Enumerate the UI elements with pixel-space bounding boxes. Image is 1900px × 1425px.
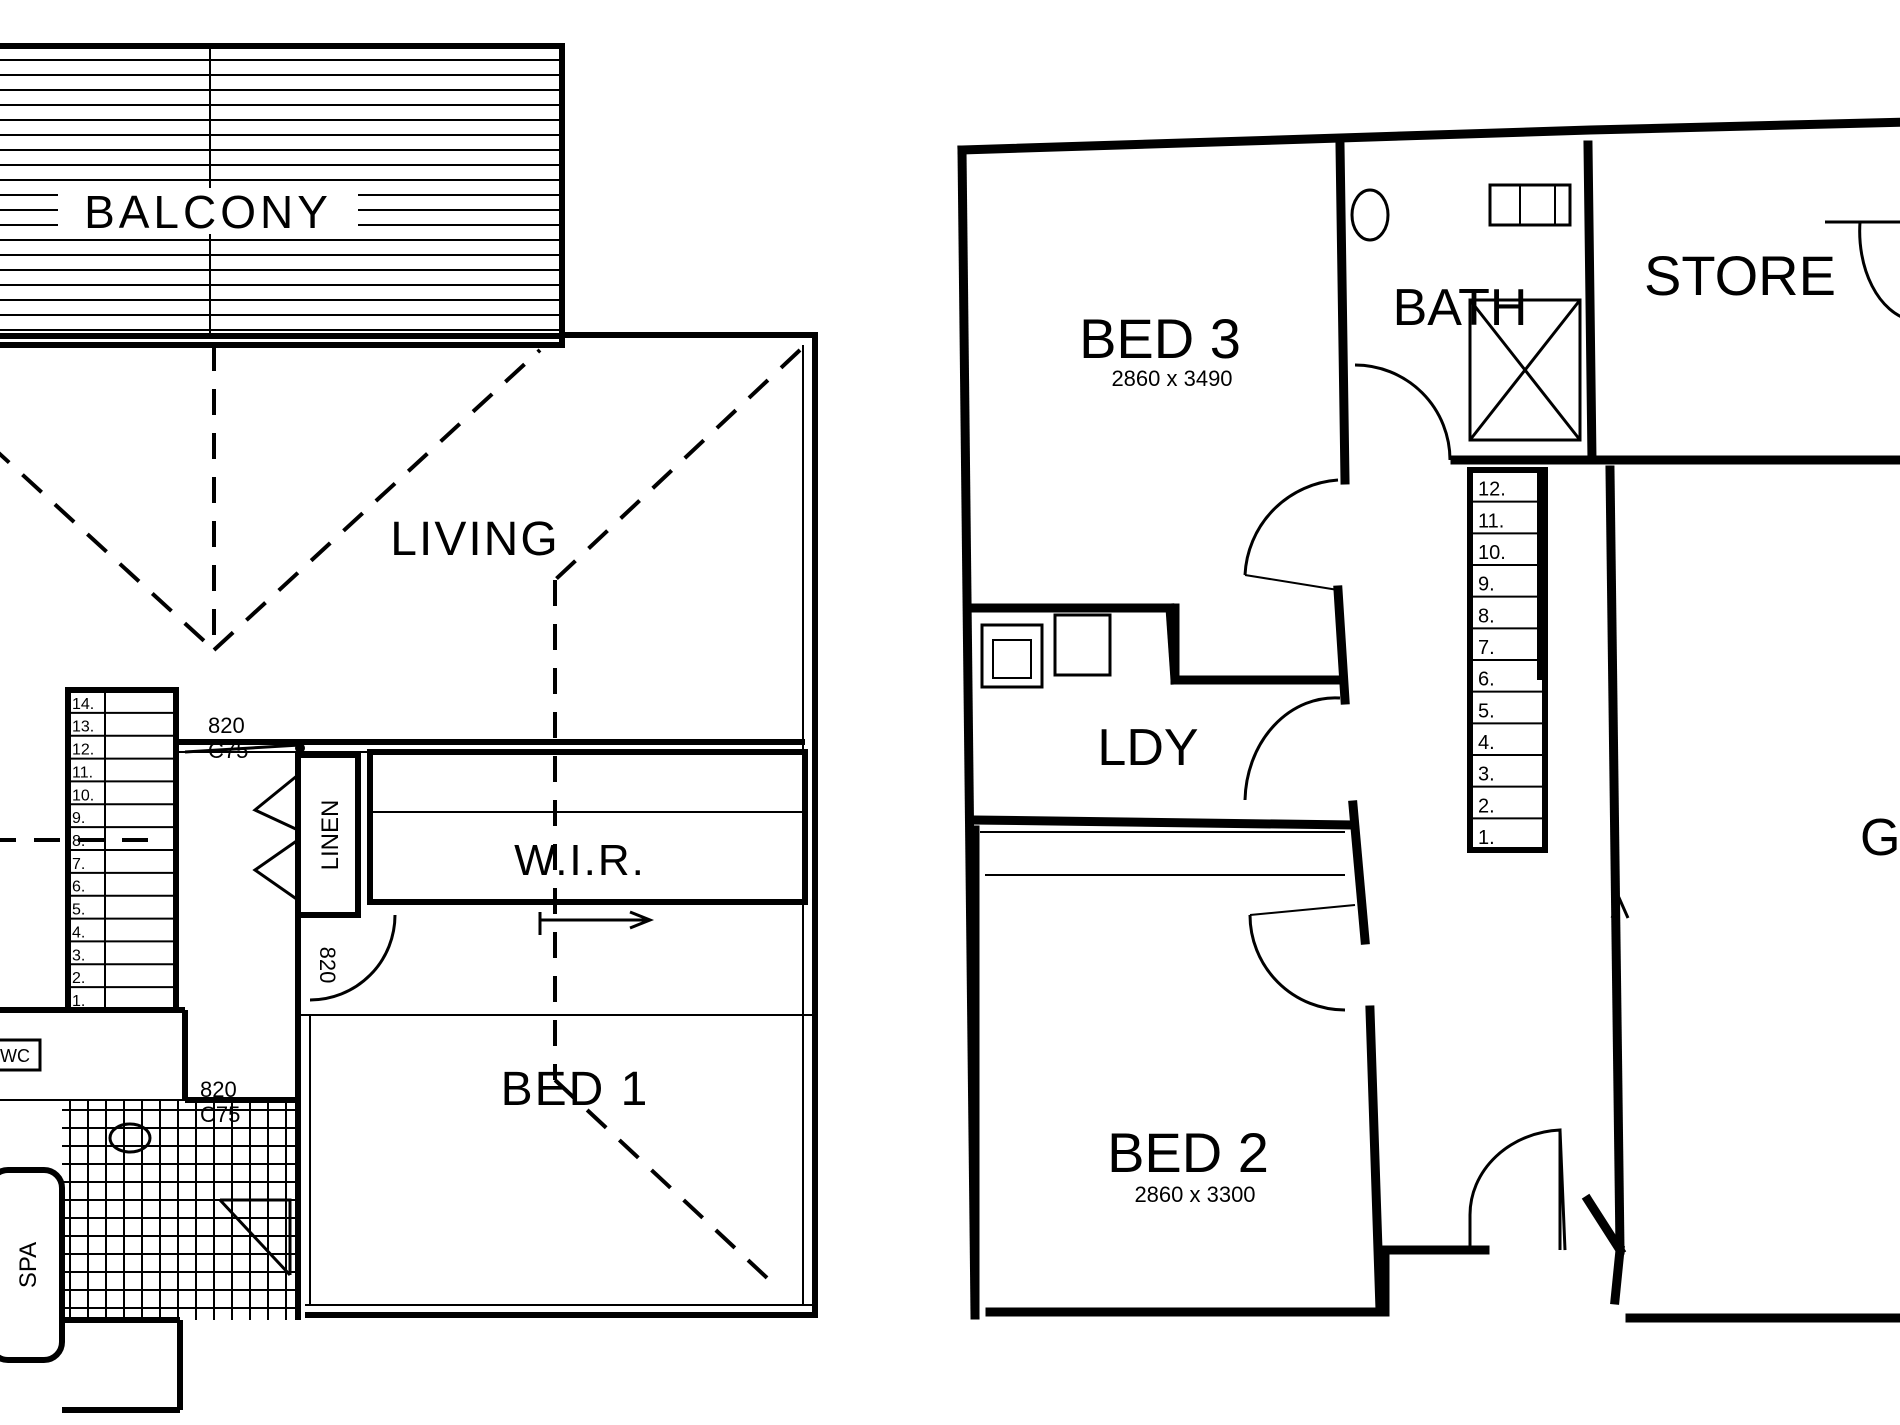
balcony: BALCONY (0, 43, 565, 339)
stair-step-number: 4. (1478, 732, 1495, 754)
bed-3-size: 2860 x 3490 (1111, 366, 1232, 391)
stair-step-number: 9. (72, 810, 85, 827)
stair-step-number: 6. (72, 879, 85, 896)
stair-step-number: 3. (72, 947, 85, 964)
bed-1-label: BED 1 (501, 1063, 650, 1116)
linen-cupboard: LINEN (252, 752, 361, 918)
stair-step-number: 9. (1478, 574, 1495, 596)
wir-label: W.I.R. (514, 836, 646, 885)
stair-step-number: 10. (1478, 542, 1506, 564)
stair-step-number: 12. (72, 742, 94, 759)
stair-step-number: 11. (72, 764, 93, 781)
lower-floor-plan: BED 3 2860 x 3490 BATH STORE (957, 117, 1900, 1323)
stair-step-number: 5. (1478, 700, 1495, 722)
bed-2-label: BED 2 (1107, 1121, 1269, 1184)
living-room: LIVING (0, 332, 818, 1318)
bathroom: BATH (1350, 183, 1582, 461)
ensuite: WC SPA 820 C75 (0, 1007, 301, 1413)
stair-step-number: 10. (72, 787, 94, 804)
stair-step-number: 2. (72, 970, 85, 987)
door-size-820-c: 820 (200, 1077, 237, 1102)
upper-floor-plan: BALCONY LIVING W.I.R. (0, 43, 818, 1413)
spa-label: SPA (15, 1242, 42, 1288)
stair-step-number: 13. (72, 719, 94, 736)
bed-2-size: 2860 x 3300 (1134, 1182, 1255, 1207)
linen-label: LINEN (317, 800, 344, 871)
stair-step-number: 11. (1478, 510, 1504, 532)
stair-step-number: 3. (1478, 764, 1495, 786)
door-type-c75-c: C75 (200, 1102, 240, 1127)
laundry-label: LDY (1097, 719, 1198, 777)
stair-step-number: 8. (1478, 605, 1495, 627)
stair-step-number: 8. (72, 833, 85, 850)
stair-step-number: 7. (1478, 637, 1495, 659)
bed-1: 820 BED 1 (295, 902, 815, 1320)
laundry: LDY (970, 603, 1355, 876)
stair-step-number: 1. (1478, 827, 1495, 849)
stair-step-number: 14. (72, 696, 94, 713)
bath-label: BATH (1393, 279, 1528, 337)
stair-step-number: 4. (72, 924, 85, 941)
garage-label-partial: G (1860, 809, 1900, 867)
stair-step-number: 2. (1478, 795, 1495, 817)
balcony-label: BALCONY (84, 186, 332, 238)
stair-step-number: 7. (72, 856, 85, 873)
store: STORE (1644, 220, 1900, 318)
bed-3-label: BED 3 (1079, 307, 1241, 370)
door-size-820-a: 820 (208, 713, 245, 738)
upper-stair: 14. 13. 12. 11. 10. 9. 8. 7. 6. 5. 4. 3. 2. 1. (65, 687, 179, 1013)
door-size-820-b: 820 (315, 947, 340, 984)
bed-2: BED 2 2860 x 3300 (970, 825, 1567, 1317)
store-label: STORE (1644, 244, 1836, 307)
stair-step-number: 1. (72, 993, 85, 1010)
stair-step-number: 12. (1478, 479, 1506, 501)
stair-step-number: 6. (1478, 669, 1495, 691)
stair-step-number: 5. (72, 902, 85, 919)
wir-room: W.I.R. (175, 739, 808, 935)
wc-label: WC (0, 1046, 30, 1066)
lower-stair: 12. 11. 10. 9. 8. 7. 6. 5. 4. 3. 2. 1. (1467, 467, 1630, 919)
living-label: LIVING (390, 513, 559, 566)
